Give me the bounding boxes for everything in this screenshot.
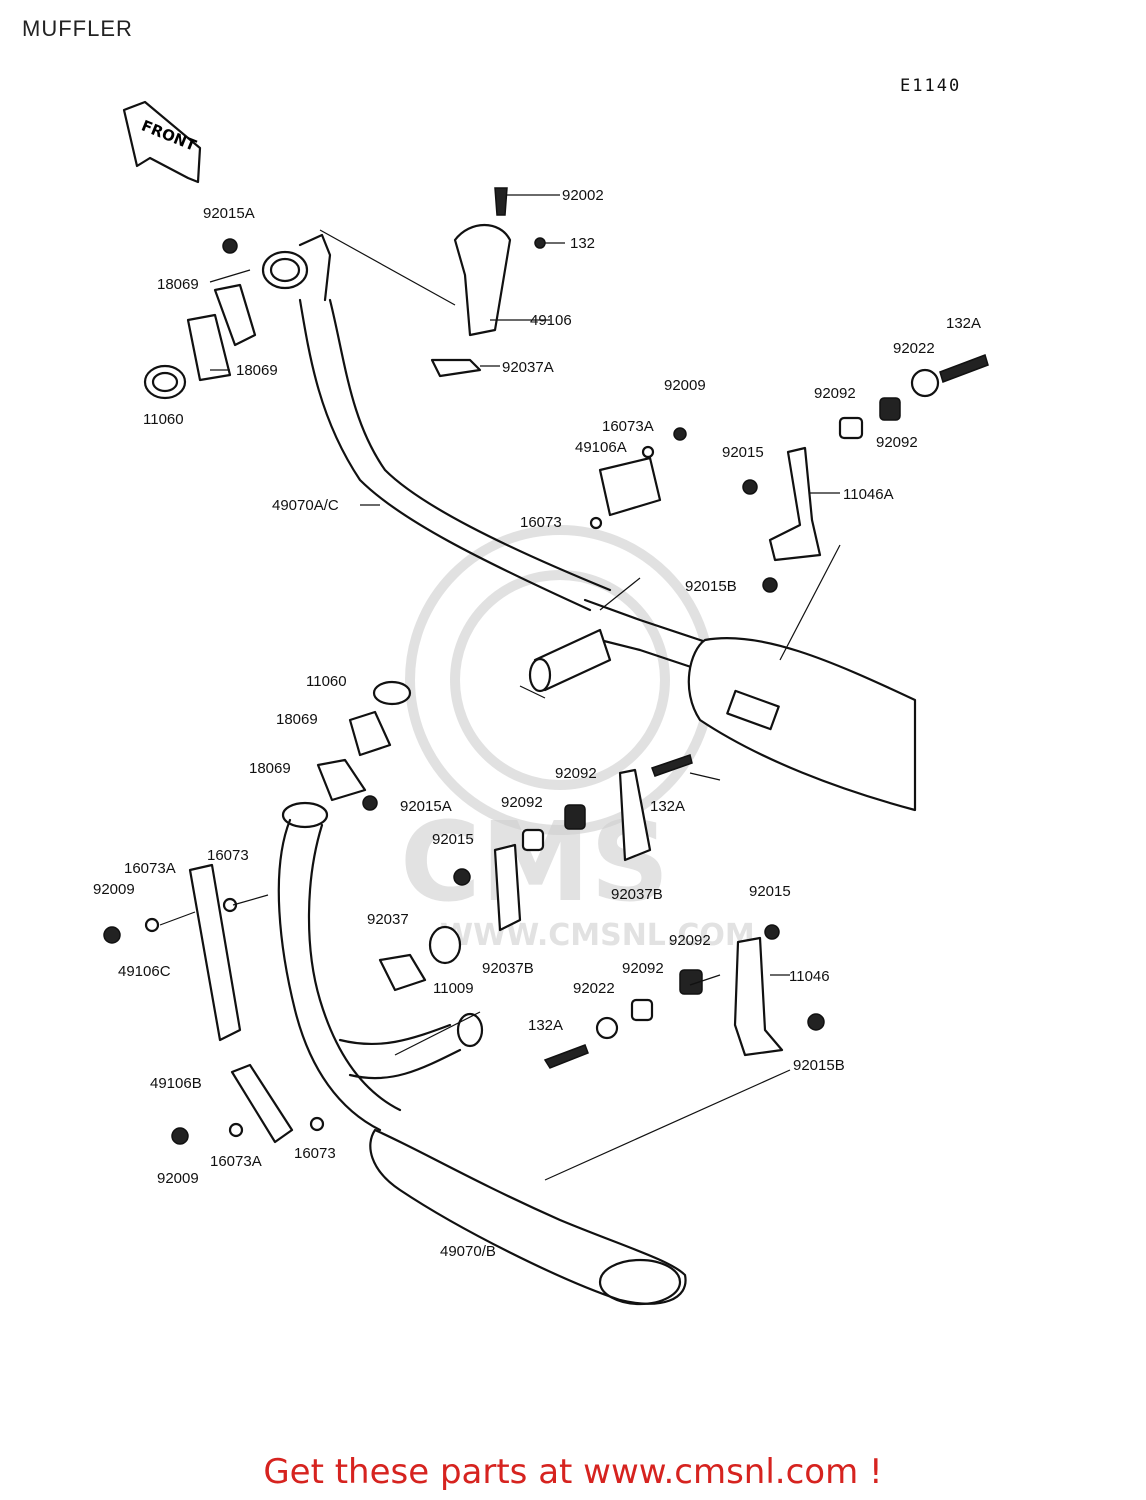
- upper-flange-parts: [143, 238, 257, 400]
- middle-flange-parts: [316, 680, 412, 811]
- part-label: 132A: [946, 315, 981, 332]
- part-label: 92037B: [482, 960, 534, 977]
- part-label: 92022: [893, 340, 935, 357]
- part-label: 92037B: [611, 886, 663, 903]
- part-label: 49106A: [575, 439, 627, 456]
- part-label: 18069: [157, 276, 199, 293]
- part-label: 11009: [433, 980, 474, 997]
- part-label: 92022: [573, 980, 615, 997]
- page-title: MUFFLER: [22, 16, 133, 41]
- part-label: 49106B: [150, 1075, 202, 1092]
- part-label: 49070/B: [440, 1243, 496, 1260]
- bracket-11046A: [589, 354, 989, 593]
- part-label: 92092: [622, 960, 664, 977]
- part-label: 92015A: [203, 205, 255, 222]
- part-label: 92092: [669, 932, 711, 949]
- part-label: 11060: [143, 411, 184, 428]
- part-label: 16073A: [124, 860, 176, 877]
- part-label: 16073: [207, 847, 249, 864]
- part-label: 49106C: [118, 963, 171, 980]
- part-label: 92015B: [793, 1057, 845, 1074]
- lower-bracket-parts: [378, 754, 825, 1069]
- part-label: 49106: [530, 312, 572, 329]
- part-label: 92092: [814, 385, 856, 402]
- front-arrow: FRONT: [122, 100, 202, 184]
- upper-exhaust-pipe: [261, 233, 917, 812]
- part-label: 92037: [367, 911, 409, 928]
- part-label: 92092: [501, 794, 543, 811]
- watermark-url: WWW.CMSNL.COM: [440, 918, 755, 953]
- part-label: 92009: [664, 377, 706, 394]
- promo-link[interactable]: Get these parts at www.cmsnl.com !: [263, 1452, 883, 1492]
- part-label: 18069: [276, 711, 318, 728]
- part-label: 92015: [722, 444, 764, 461]
- part-label: 49070A/C: [272, 497, 339, 514]
- lower-exhaust-pipe: [277, 801, 687, 1306]
- part-label: 92015A: [400, 798, 452, 815]
- leader-lines: [159, 194, 841, 1181]
- part-label: 92037A: [502, 359, 554, 376]
- part-label: 92009: [93, 881, 135, 898]
- lower-heat-shields: [103, 863, 325, 1145]
- part-label: 92092: [555, 765, 597, 782]
- part-label: 92015B: [685, 578, 737, 595]
- part-label: 132: [570, 235, 595, 252]
- part-label: 92015: [432, 831, 474, 848]
- upper-clamp-49106: [430, 187, 546, 378]
- part-label: 132A: [650, 798, 685, 815]
- part-label: 92015: [749, 883, 791, 900]
- diagram-code: E1140: [900, 76, 962, 96]
- part-labels: 92002 92015A 132 18069 49106 18069 92037…: [93, 187, 981, 1260]
- part-label: 92002: [562, 187, 604, 204]
- part-label: 18069: [236, 362, 278, 379]
- part-label: 11046A: [843, 486, 894, 503]
- part-label: 92092: [876, 434, 918, 451]
- part-label: 16073A: [210, 1153, 262, 1170]
- part-label: 16073: [294, 1145, 336, 1162]
- part-label: 16073: [520, 514, 562, 531]
- exploded-parts-diagram: CMS WWW.CMSNL.COM FRONT: [93, 100, 989, 1306]
- part-label: 92009: [157, 1170, 199, 1187]
- part-label: 11060: [306, 673, 347, 690]
- part-label: 16073A: [602, 418, 654, 435]
- part-label: 132A: [528, 1017, 563, 1034]
- part-label: 11046: [789, 968, 830, 985]
- part-label: 18069: [249, 760, 291, 777]
